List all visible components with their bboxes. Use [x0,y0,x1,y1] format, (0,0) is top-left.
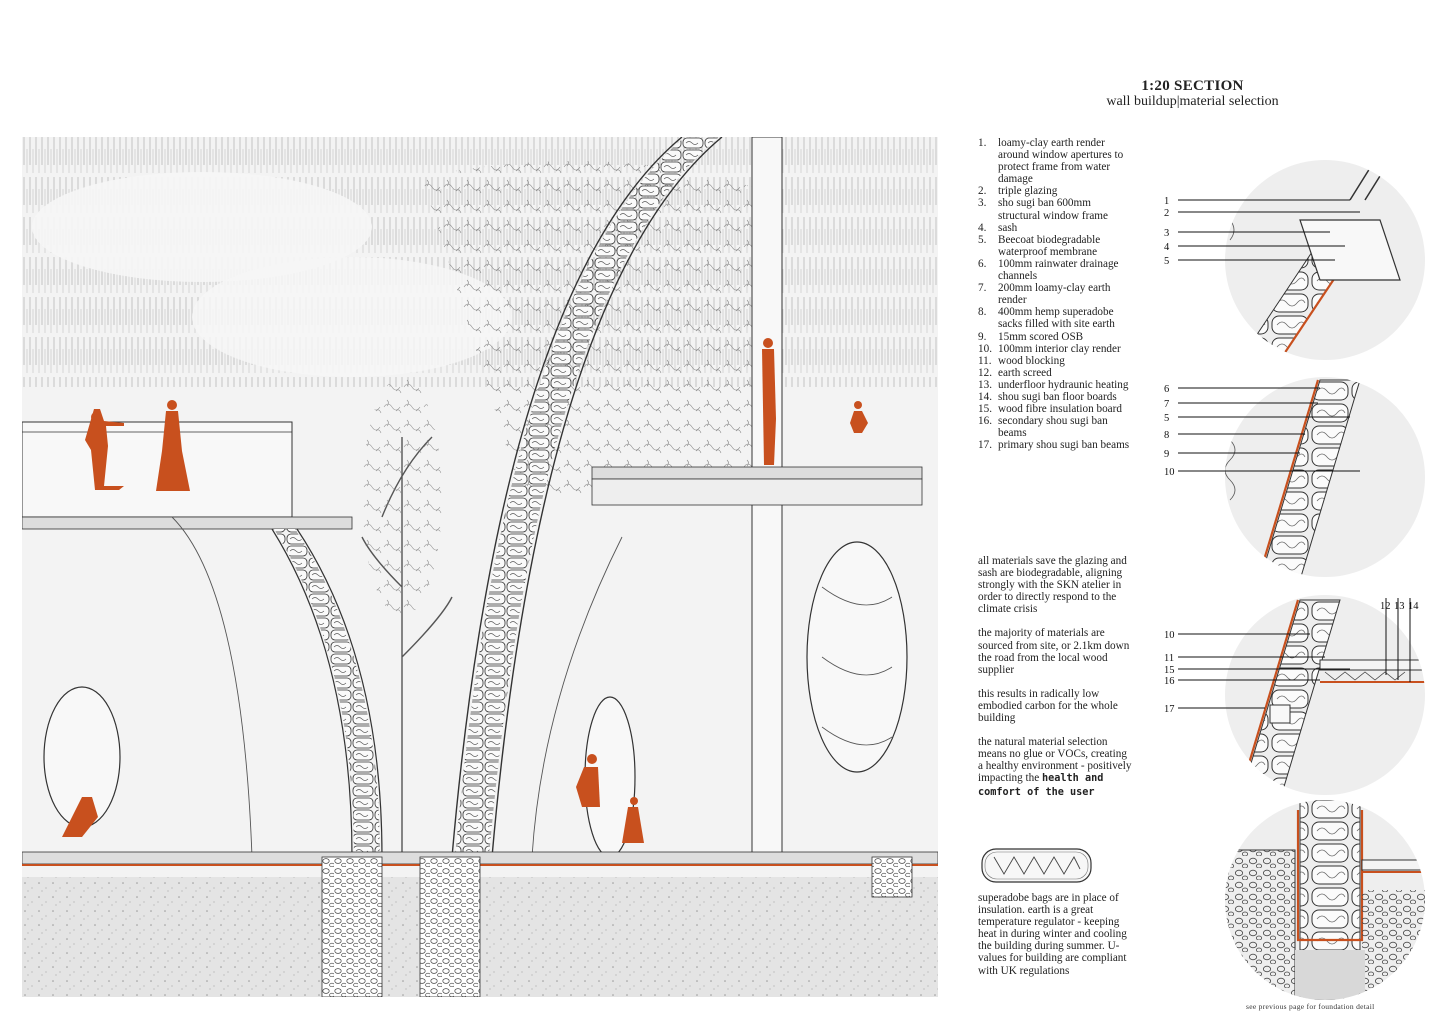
legend-number: 14. [978,390,992,403]
detail2-label: 6 [1164,384,1169,395]
legend-text: earth screed [998,366,1052,379]
legend-number: 2. [978,185,987,198]
legend-item: 11. wood blocking [978,355,1133,367]
detail2-label: 9 [1164,449,1169,460]
detail2-label: 7 [1164,399,1169,410]
legend-number: 10. [978,342,992,355]
detail2-label: 5 [1164,413,1169,424]
detail1-label: 2 [1164,208,1169,219]
legend-number: 7. [978,282,987,295]
legend-text: underfloor hydraunic heating [998,378,1129,391]
legend-item: 1. loamy-clay earth render around window … [978,137,1133,185]
detail1-label: 4 [1164,242,1170,253]
section-drawing [22,137,938,997]
note-emphasis: health and comfort of the user [978,773,1104,798]
detail2-label: 10 [1164,467,1175,478]
legend-number: 11. [978,354,992,367]
legend-item: 12. earth screed [978,367,1133,379]
legend-text: primary shou sugi ban beams [998,439,1130,452]
legend-number: 13. [978,378,992,391]
detail1-label: 1 [1164,196,1169,207]
note-text: the natural material selection means no … [978,736,1132,785]
legend-text: 100mm interior clay render [998,342,1121,355]
legend-number: 9. [978,330,987,343]
legend-number: 12. [978,366,992,379]
legend-text: 200mm loamy-clay earth render [998,282,1111,307]
detail3-top-label: 12 [1380,601,1391,612]
detail1-label: 5 [1164,256,1169,267]
superadobe-note: superadobe bags are in place of insulati… [978,892,1127,977]
legend-item: 4. sash [978,222,1133,234]
detail3-top-label: 13 [1394,601,1405,612]
detail2-label: 8 [1164,430,1169,441]
legend-number: 6. [978,257,987,270]
legend-item: 14. shou sugi ban floor boards [978,391,1133,403]
legend-number: 4. [978,221,987,234]
legend-text: wood blocking [998,354,1065,367]
legend-text: shou sugi ban floor boards [998,390,1117,403]
note-paragraph: all materials save the glazing and sash … [978,555,1127,616]
legend-item: 8. 400mm hemp superadobe sacks filled wit… [978,306,1133,330]
legend-item: 7. 200mm loamy-clay earth render [978,282,1133,306]
legend-text: Beecoat biodegradable waterproof membran… [998,233,1101,258]
note-paragraph: the natural material selection means no … [978,736,1133,798]
legend-number: 3. [978,197,987,210]
legend-text: wood fibre insulation board [998,403,1122,416]
notes: all materials save the glazing and sash … [978,555,1133,811]
legend-item: 17. primary shou sugi ban beams [978,439,1133,451]
legend-item: 6. 100mm rainwater drainage channels [978,258,1133,282]
legend-number: 17. [978,439,992,452]
legend-item: 9. 15mm scored OSB [978,331,1133,343]
superadobe-bag-icon [981,848,1092,883]
detail1-label: 3 [1164,228,1169,239]
detail3-top-label: 14 [1408,601,1419,612]
legend-text: sash [998,221,1018,234]
legend-number: 1. [978,137,987,149]
detail-drawings: 1 2 3 4 5 6 7 5 8 9 10 12 13 14 10 11 15… [1164,160,1425,1000]
legend-item: 10. 100mm interior clay render [978,343,1133,355]
detail3-label: 15 [1164,665,1175,676]
legend-item: 16. secondary shou sugi ban beams [978,415,1133,439]
legend-item: 5. Beecoat biodegradable waterproof membr… [978,234,1133,258]
detail3-label: 17 [1164,704,1175,715]
detail3-label: 11 [1164,653,1174,664]
legend-item: 13. underfloor hydraunic heating [978,379,1133,391]
legend-text: sho sugi ban 600mm structural window fra… [998,197,1108,222]
detail3-label: 10 [1164,630,1175,641]
legend-item: 2. triple glazing [978,185,1133,197]
legend-number: 8. [978,306,987,319]
material-legend: 1. loamy-clay earth render around window … [978,137,1133,451]
legend-item: 3. sho sugi ban 600mm structural window f… [978,197,1133,221]
legend-number: 16. [978,415,992,428]
drawing-subtitle: wall buildup|material selection [1106,94,1279,109]
footnote: see previous page for foundation detail [1246,1002,1375,1011]
legend-text: loamy-clay earth render around window ap… [998,137,1124,186]
legend-item: 15. wood fibre insulation board [978,403,1133,415]
legend-text: 400mm hemp superadobe sacks filled with … [998,306,1115,331]
title-block: 1:20 SECTION wall buildup|material selec… [1040,78,1345,110]
note-paragraph: this results in radically low embodied c… [978,687,1118,725]
legend-text: secondary shou sugi ban beams [998,415,1108,440]
drawing-title: 1:20 SECTION [1141,78,1244,94]
legend-number: 15. [978,403,992,416]
legend-number: 5. [978,233,987,246]
legend-text: triple glazing [998,185,1058,198]
legend-text: 100mm rainwater drainage channels [998,257,1119,283]
legend-text: 15mm scored OSB [998,330,1084,343]
detail3-label: 16 [1164,676,1175,687]
note-paragraph: the majority of materials are sourced fr… [978,627,1130,676]
